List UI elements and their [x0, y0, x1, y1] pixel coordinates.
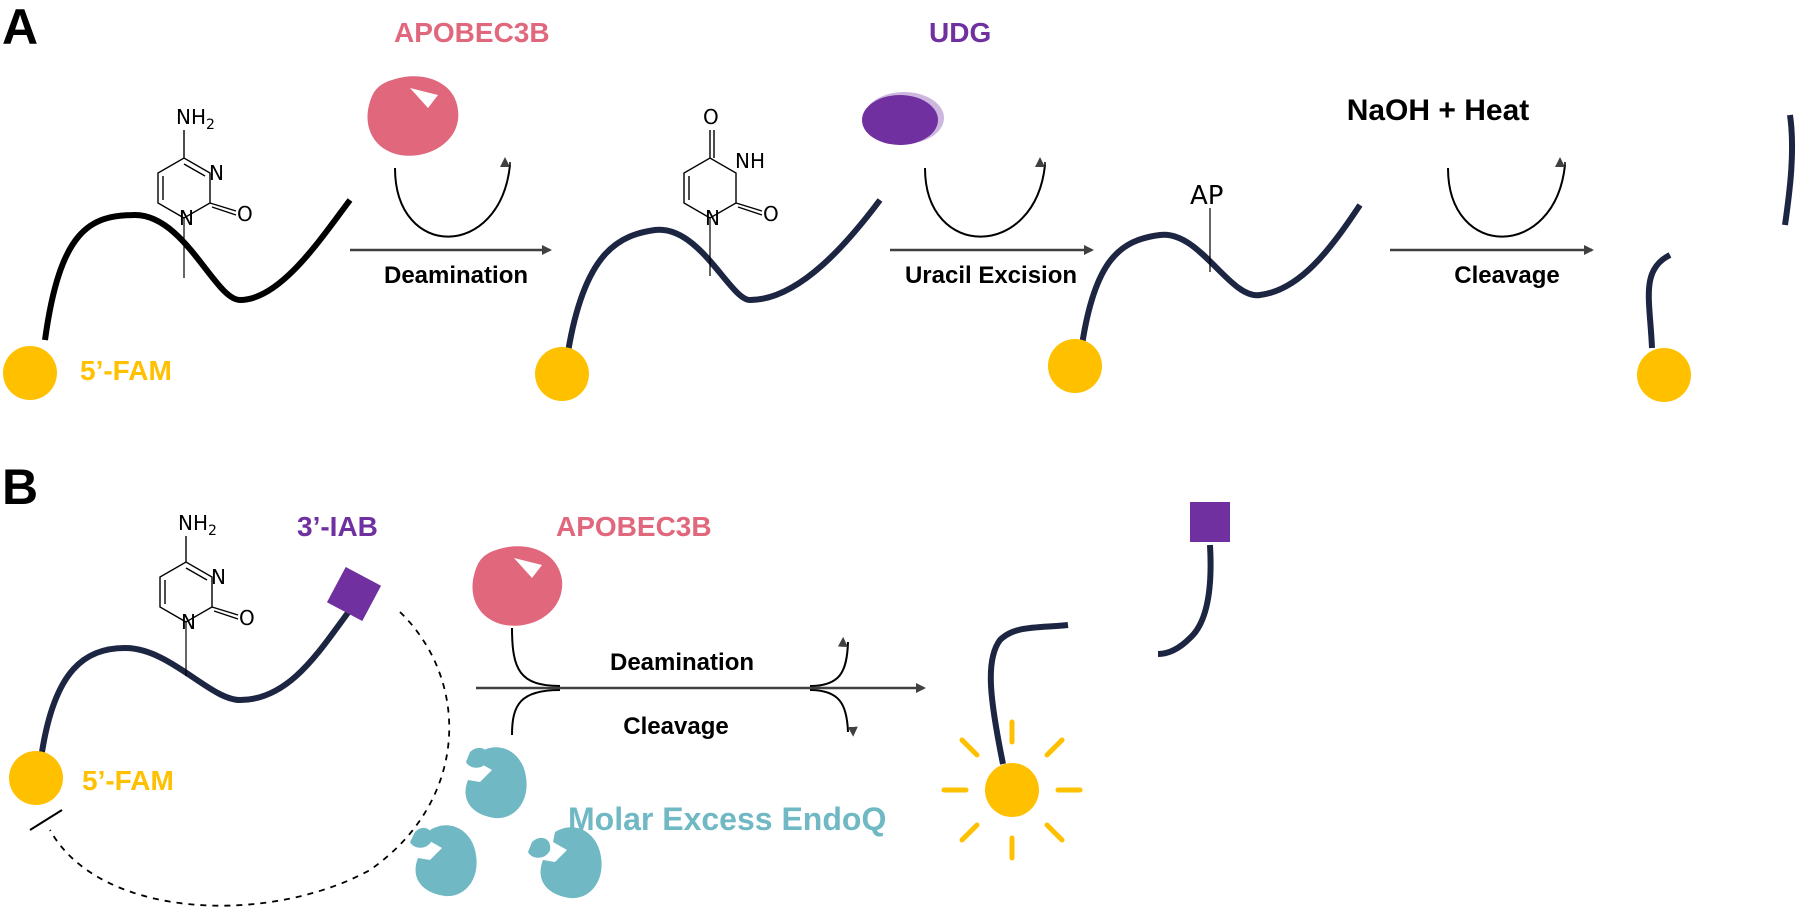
naoh-heat-label: NaOH + Heat	[1347, 94, 1530, 127]
endoq-enzyme-icon	[540, 827, 602, 899]
cytosine-n1-label: N	[179, 206, 194, 230]
uracil-n-label: N	[705, 206, 720, 230]
cytosine-n-label: N	[209, 161, 224, 185]
dna-strand-uracil	[565, 198, 883, 353]
iab-label: 3’-IAB	[297, 511, 378, 542]
substrate-dna-1: NH2 N N O	[3, 105, 353, 400]
endoq-enzyme-icon	[466, 747, 489, 768]
curved-arrow-a3	[1447, 164, 1566, 238]
fluorescence-rays-icon	[941, 719, 1083, 861]
curved-arrow-b-out-top	[809, 636, 849, 687]
ap-site-label: AP	[1190, 181, 1223, 211]
substrate-dna-2: O NH N O	[535, 105, 883, 401]
cytosine-nh2-label: NH2	[178, 511, 217, 539]
cytosine-n-label: N	[211, 565, 226, 589]
panel-b-letter: B	[2, 459, 38, 515]
cleaved-fragment-fam	[987, 622, 1069, 765]
cleaved-fragment-iab	[1157, 544, 1214, 657]
substrate-dna-3: AP	[1048, 181, 1363, 393]
cleaved-fragment-3prime	[1782, 114, 1796, 226]
apobec-label-b: APOBEC3B	[556, 511, 712, 542]
step-cleavage-b: Cleavage	[623, 713, 728, 740]
endoq-enzymes	[410, 747, 602, 899]
cytosine-o-label: O	[239, 606, 255, 630]
cytosine-molecule	[159, 536, 239, 623]
cytosine-nh2-label: NH2	[176, 105, 215, 133]
endoq-enzyme-icon	[465, 747, 527, 819]
fam-fluorophore	[9, 751, 63, 805]
cytosine-o-label: O	[237, 202, 253, 226]
curved-arrow-b-out-bottom	[809, 689, 858, 737]
cleaved-fragment-5prime	[1645, 252, 1672, 349]
apobec-label-a: APOBEC3B	[394, 17, 550, 48]
curved-arrow-a1	[394, 164, 511, 238]
udg-enzyme-icon	[862, 95, 938, 145]
fam-fluorophore	[535, 347, 589, 401]
curved-arrow-b-in-top	[511, 627, 561, 687]
uracil-o-top-label: O	[703, 105, 719, 129]
fam-fluorophore	[1637, 348, 1691, 402]
curved-arrow-a2	[924, 164, 1046, 238]
fam-label-a: 5’-FAM	[80, 355, 172, 386]
iab-quencher	[326, 566, 382, 622]
step-deamination-b: Deamination	[610, 649, 754, 676]
endoq-enzyme-icon	[415, 825, 477, 897]
dna-strand-reporter	[39, 608, 353, 753]
reporter-substrate: NH2 N N O	[9, 511, 382, 805]
endoq-label: Molar Excess EndoQ	[568, 801, 886, 837]
endoq-enzyme-icon	[528, 837, 551, 858]
fam-fluorophore	[1048, 339, 1102, 393]
apobec-enzyme-icon	[367, 76, 459, 156]
fam-label-b: 5’-FAM	[82, 765, 174, 796]
quench-inhibit-bar	[29, 809, 63, 831]
uracil-molecule	[683, 130, 763, 219]
cytosine-molecule	[157, 130, 237, 219]
curved-arrow-b-in-bottom	[511, 689, 561, 736]
panel-a-letter: A	[2, 0, 38, 55]
dna-strand-black	[42, 198, 353, 341]
step-deamination-a: Deamination	[384, 262, 528, 289]
uracil-nh-label: NH	[735, 149, 765, 173]
step-cleavage-a: Cleavage	[1454, 262, 1559, 289]
fam-fluorophore-lit	[985, 763, 1039, 817]
dna-strand-ap	[1079, 203, 1363, 346]
iab-quencher-released	[1190, 502, 1230, 542]
step-uracil-excision: Uracil Excision	[905, 262, 1077, 289]
udg-label: UDG	[929, 17, 991, 48]
cytosine-n1-label: N	[181, 610, 196, 634]
quenching-dashed-line	[49, 611, 451, 907]
endoq-enzyme-icon	[410, 827, 433, 848]
fam-fluorophore	[3, 346, 57, 400]
apobec-enzyme-icon	[472, 546, 563, 626]
uracil-o-right-label: O	[763, 202, 779, 226]
